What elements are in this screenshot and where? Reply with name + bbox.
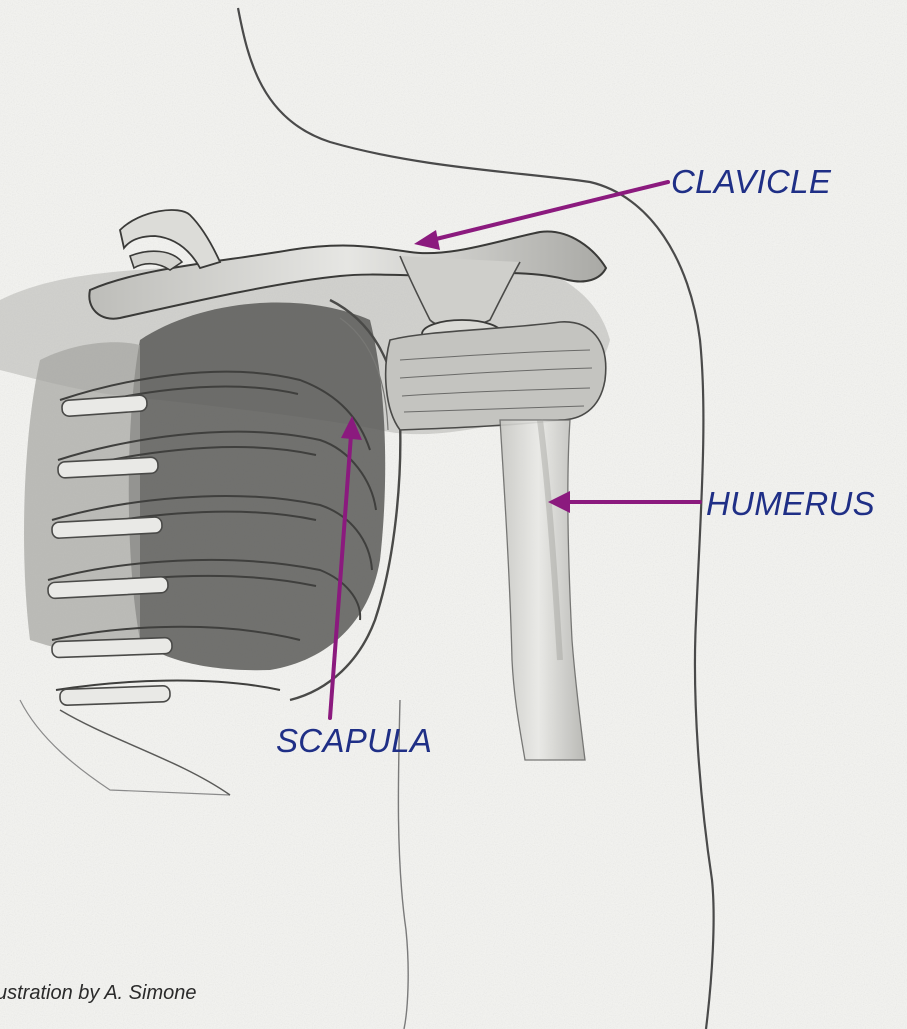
humerus-label: HUMERUS xyxy=(706,487,875,520)
scapula-label: SCAPULA xyxy=(276,724,432,757)
clavicle-label: CLAVICLE xyxy=(671,165,831,198)
shoulder-capsule xyxy=(386,322,606,430)
ribcage-mid-shade xyxy=(24,342,140,654)
illustration-credit: ustration by A. Simone xyxy=(0,982,196,1005)
